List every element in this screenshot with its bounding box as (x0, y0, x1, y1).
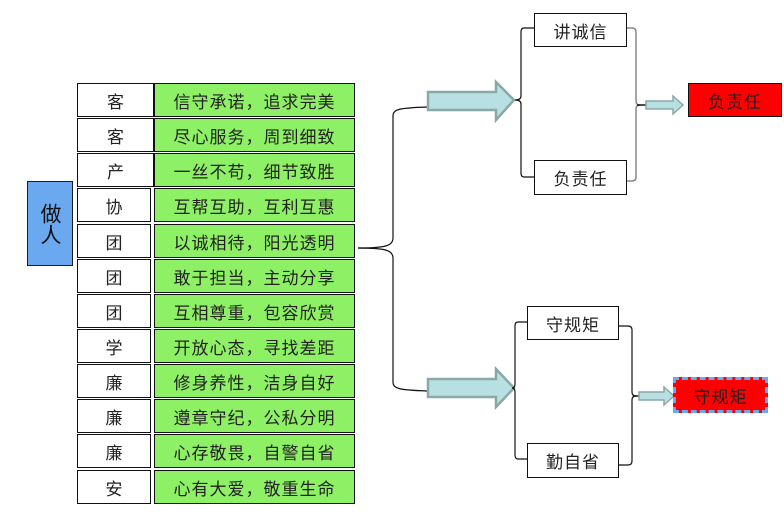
row-key-cell[interactable]: 客 (77, 83, 154, 117)
arrow-icon-group1 (426, 78, 516, 124)
row-key-cell[interactable]: 客 (77, 118, 154, 152)
row-key-cell[interactable]: 团 (77, 224, 151, 258)
row-value-cell[interactable]: 互帮互助，互利互惠 (154, 188, 355, 222)
row-key-cell[interactable]: 安 (77, 470, 151, 504)
row-value-cell[interactable]: 尽心服务，周到细致 (154, 118, 355, 152)
row-key-cell[interactable]: 协 (77, 188, 151, 222)
row-value-cell[interactable]: 心有大爱，敬重生命 (154, 470, 355, 504)
root-node[interactable]: 做人 (27, 181, 73, 266)
group1-item-1[interactable]: 讲诚信 (534, 13, 627, 47)
small-arrow-icon-group1 (645, 94, 685, 116)
row-key-cell[interactable]: 产 (77, 153, 154, 187)
main-brace (357, 106, 428, 249)
row-value-cell[interactable]: 心存敬畏，自警自省 (154, 434, 355, 468)
row-value-cell[interactable]: 敢于担当，主动分享 (154, 259, 355, 293)
row-value-cell[interactable]: 修身养性，洁身自好 (154, 364, 355, 398)
row-value-cell[interactable]: 一丝不苟，细节致胜 (154, 153, 355, 187)
row-key-cell[interactable]: 学 (77, 329, 151, 363)
row-key-cell[interactable]: 廉 (77, 364, 151, 398)
row-value-cell[interactable]: 开放心态，寻找差距 (154, 329, 355, 363)
row-value-cell[interactable]: 遵章守纪，公私分明 (154, 399, 355, 433)
row-value-cell[interactable]: 信守承诺，追求完美 (154, 83, 355, 117)
row-key-cell[interactable]: 廉 (77, 434, 151, 468)
row-value-cell[interactable]: 互相尊重，包容欣赏 (154, 294, 355, 328)
group2-item-2[interactable]: 勤自省 (527, 443, 619, 478)
group2-result-selected[interactable]: 守规矩 (673, 377, 768, 413)
small-arrow-icon-group2 (638, 385, 676, 407)
root-label: 做人 (38, 202, 62, 245)
group1-result[interactable]: 负责任 (688, 83, 782, 117)
group2-left-bracket (511, 321, 527, 460)
row-key-cell[interactable]: 团 (77, 259, 151, 293)
group1-left-bracket (514, 27, 534, 178)
group2-item-1[interactable]: 守规矩 (527, 306, 619, 340)
group1-item-2[interactable]: 负责任 (534, 160, 627, 195)
row-key-cell[interactable]: 团 (77, 294, 151, 328)
main-brace-lower (357, 247, 428, 392)
row-value-cell[interactable]: 以诚相待，阳光透明 (154, 224, 355, 258)
row-key-cell[interactable]: 廉 (77, 399, 151, 433)
arrow-icon-group2 (426, 365, 516, 411)
